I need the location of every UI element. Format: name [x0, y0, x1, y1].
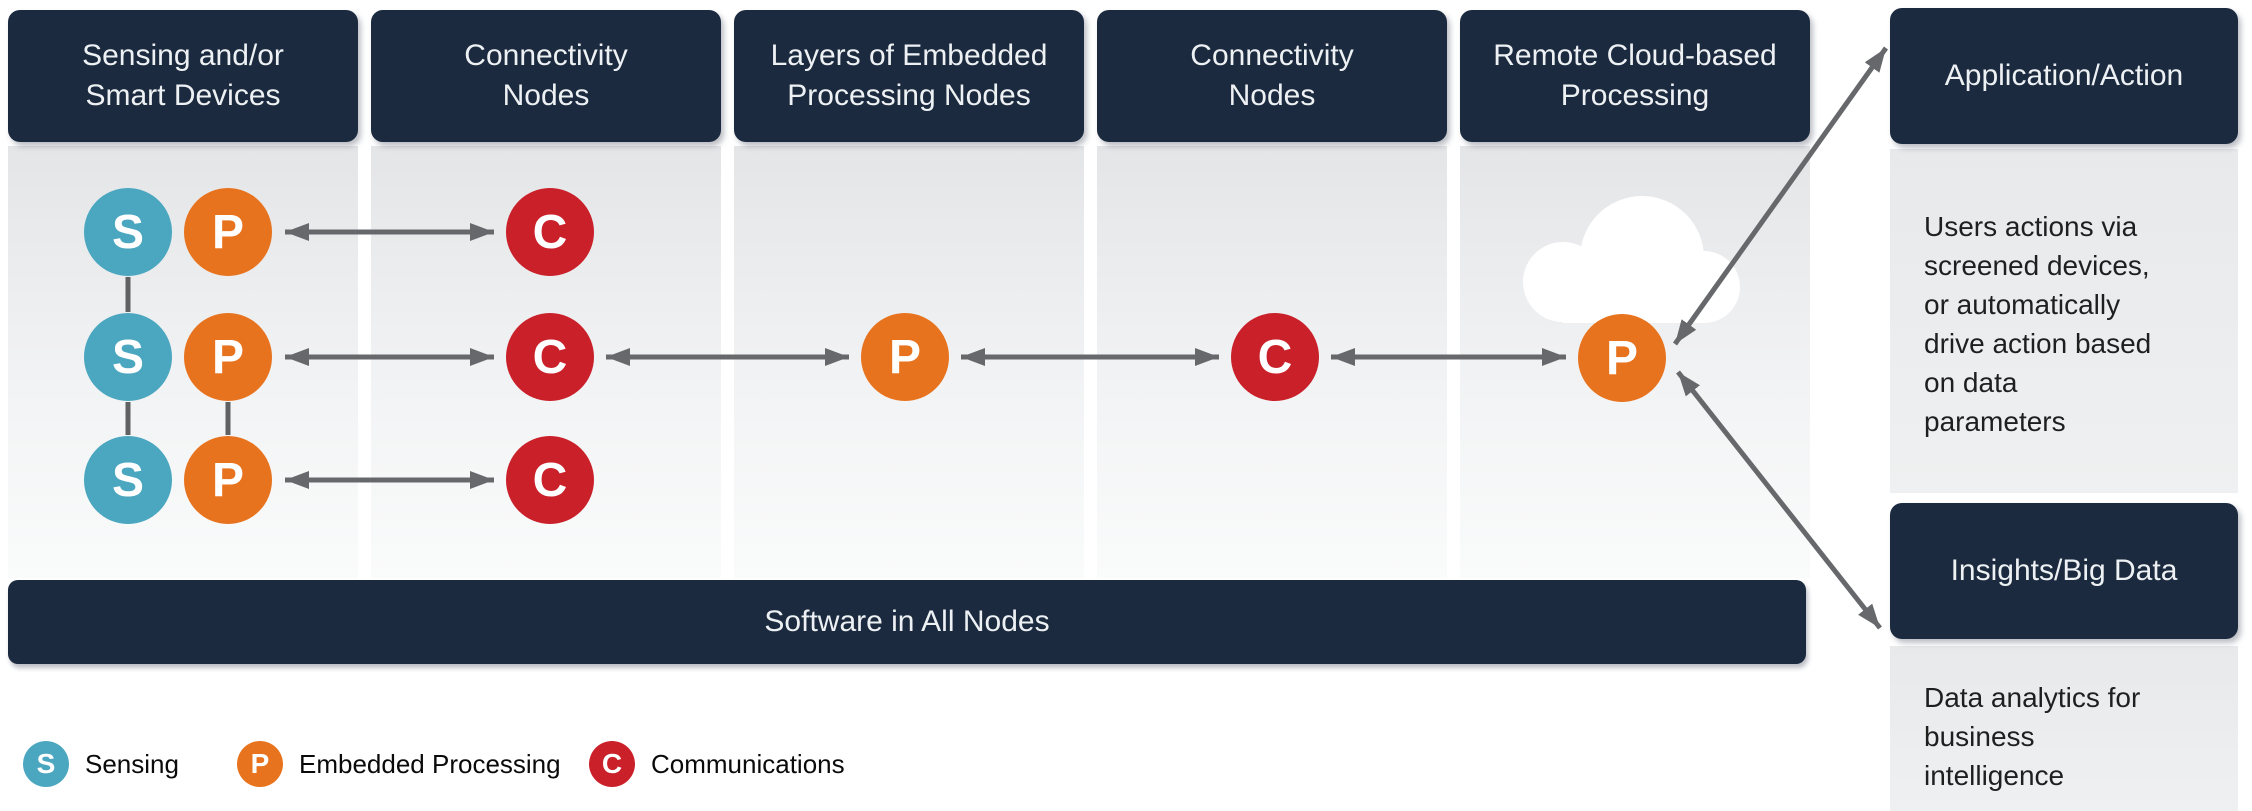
node-sensing-1: S: [84, 188, 172, 276]
column-header-sensing-devices: Sensing and/or Smart Devices: [8, 10, 358, 142]
legend-item-embedded-processing: P Embedded Processing: [237, 741, 561, 787]
node-communications-1: C: [506, 188, 594, 276]
node-processing-2: P: [184, 313, 272, 401]
legend-label-embedded-processing: Embedded Processing: [299, 748, 561, 779]
legend-item-communications: C Communications: [589, 741, 845, 787]
legend-label-communications: Communications: [651, 748, 845, 779]
arrow-cloud-p-to-insights: [1676, 370, 1882, 630]
node-communications-2: C: [506, 313, 594, 401]
software-in-all-nodes-bar: Software in All Nodes: [8, 580, 1806, 664]
node-sensing-2: S: [84, 313, 172, 401]
column-header-embedded-processing: Layers of Embedded Processing Nodes: [734, 10, 1084, 142]
sensing-legend-icon: S: [23, 741, 69, 787]
node-communications-4: C: [1231, 313, 1319, 401]
column-header-cloud-processing: Remote Cloud-based Processing: [1460, 10, 1810, 142]
column-header-connectivity-2: Connectivity Nodes: [1097, 10, 1447, 142]
legend-label-sensing: Sensing: [85, 748, 179, 779]
node-processing-1: P: [184, 188, 272, 276]
panel-header-application-action: Application/Action: [1890, 8, 2238, 144]
cloud-icon: [1523, 196, 1740, 323]
node-embedded-processing: P: [861, 313, 949, 401]
node-processing-3: P: [184, 436, 272, 524]
node-cloud-processing: P: [1578, 314, 1666, 402]
node-sensing-3: S: [84, 436, 172, 524]
column-header-connectivity-1: Connectivity Nodes: [371, 10, 721, 142]
communications-legend-icon: C: [589, 741, 635, 787]
panel-body-insights-big-data: Data analytics for business intelligence: [1890, 646, 2238, 811]
processing-legend-icon: P: [237, 741, 283, 787]
legend-item-sensing: S Sensing: [23, 741, 179, 787]
panel-header-insights-big-data: Insights/Big Data: [1890, 503, 2238, 639]
panel-body-application-action: Users actions via screened devices, or a…: [1890, 149, 2238, 493]
node-communications-3: C: [506, 436, 594, 524]
arrow-cloud-p-to-application: [1672, 46, 1889, 346]
